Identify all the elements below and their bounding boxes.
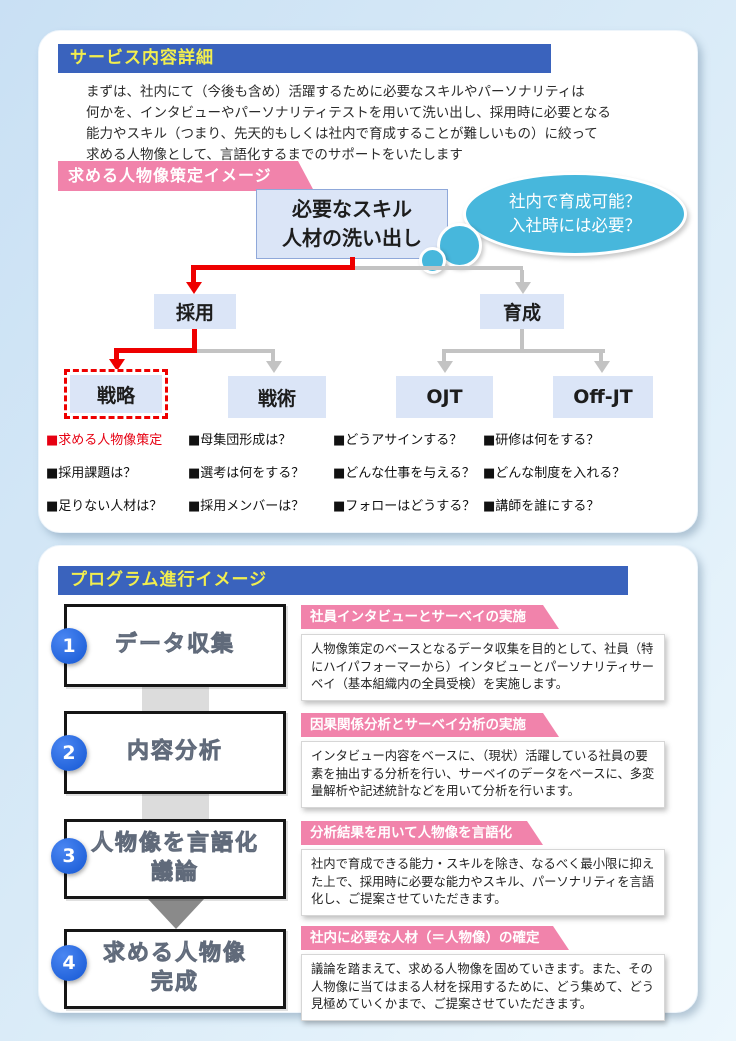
connector-gray-vertical	[442, 353, 446, 361]
step-number-badge-3: 3	[51, 838, 87, 874]
bubble-line1: 社内で育成可能？	[509, 192, 641, 212]
connector-gray-horizontal	[355, 266, 523, 270]
step-number-badge-4: 4	[51, 945, 87, 981]
list-item-tactics-3: ■採用メンバーは？	[188, 499, 305, 514]
gray-arrowhead-to-tactics	[266, 361, 282, 373]
question-grid: ■求める人物像策定 ■母集団形成は？ ■どうアサインする？ ■研修は何をする？ …	[46, 429, 696, 528]
intro-line: まずは、社内にて（今後も含め）活躍するために必要なスキルやパーソナリティは	[86, 84, 585, 100]
list-item-strategy-1: ■求める人物像策定	[46, 433, 163, 448]
step-arrow-shaft-2-3	[142, 794, 209, 819]
step-arrow-3-4	[148, 899, 204, 929]
intro-line: 何かを、インタビューやパーソナリティテストを用いて洗い出し、採用時に必要となる	[86, 105, 611, 121]
step-label-2: 因果関係分析とサーベイ分析の実施	[301, 713, 559, 737]
connector-red-vertical	[350, 257, 355, 270]
bubble-line2: 入社時には必要？	[509, 216, 641, 235]
step-box-1: データ収集	[64, 604, 286, 687]
intro-line: 求める人物像として、言語化するまでのサポートをいたします	[86, 147, 463, 163]
step-label-4: 社内に必要な人材（＝人物像）の確定	[301, 926, 569, 950]
gray-arrowhead-to-develop	[515, 282, 531, 294]
list-item-ojt-1: ■どうアサインする？	[333, 433, 463, 448]
connector-gray-vertical	[520, 329, 524, 353]
connector-red-vertical	[114, 353, 119, 359]
step-box-2: 内容分析	[64, 711, 286, 794]
strategy-highlight-dashed-box: 戦略	[64, 369, 168, 419]
gray-arrowhead-to-offjt	[594, 361, 610, 373]
service-detail-card: サービス内容詳細 まずは、社内にて（今後も含め）活躍するために必要なスキルやパー…	[38, 30, 698, 533]
step-box-4: 求める人物像 完成	[64, 929, 286, 1009]
tree-box-strategy: 戦略	[70, 375, 162, 413]
connector-gray-vertical	[599, 353, 603, 361]
tree-root-line1: 必要なスキル	[292, 197, 412, 221]
tree-box-offjt: Off-JT	[553, 376, 653, 418]
connector-red-horizontal	[114, 348, 197, 353]
step-label-3: 分析結果を用いて人物像を言語化	[301, 821, 543, 845]
red-arrowhead-to-recruit	[186, 282, 202, 294]
service-detail-header: サービス内容詳細	[58, 44, 551, 73]
step-title-4-line1: 求める人物像	[102, 941, 247, 967]
tree-root-box: 必要なスキル 人材の洗い出し	[256, 189, 448, 259]
connector-red-horizontal	[191, 265, 355, 270]
list-item-tactics-1: ■母集団形成は？	[188, 433, 292, 448]
red-arrowhead-to-strategy	[109, 359, 125, 371]
tree-root-line2: 人材の洗い出し	[282, 226, 422, 250]
service-intro-paragraph: まずは、社内にて（今後も含め）活躍するために必要なスキルやパーソナリティは 何か…	[86, 82, 611, 166]
step-box-3: 人物像を言語化 議論	[64, 819, 286, 899]
connector-red-vertical	[192, 329, 197, 353]
step-title-3-line1: 人物像を言語化	[90, 831, 259, 857]
program-flow-header: プログラム進行イメージ	[58, 566, 628, 595]
list-item-offjt-2: ■どんな制度を入れる？	[483, 466, 626, 481]
step-title-1: データ収集	[114, 632, 235, 658]
tree-box-ojt: OJT	[396, 376, 493, 418]
list-item-offjt-3: ■講師を誰にする？	[483, 499, 600, 514]
step-title-3-line2: 議論	[150, 860, 199, 886]
step-label-1: 社員インタビューとサーベイの実施	[301, 605, 559, 629]
intro-line: 能力やスキル（つまり、先天的もしくは社内で育成することが難しいもの）に絞って	[86, 126, 598, 142]
step-description-3: 社内で育成できる能力・スキルを除き、なるべく最小限に抑えた上で、採用時に必要な能…	[301, 849, 665, 916]
step-arrow-shaft-1-2	[142, 687, 209, 711]
step-number-badge-1: 1	[51, 628, 87, 664]
connector-gray-horizontal	[197, 349, 275, 353]
step-description-4: 議論を踏まえて、求める人物像を固めていきます。また、その人物像に当てはまる人材を…	[301, 954, 665, 1021]
list-item-offjt-1: ■研修は何をする？	[483, 433, 600, 448]
list-item-tactics-2: ■選考は何をする？	[188, 466, 305, 481]
program-flow-card: プログラム進行イメージ データ収集 1 社員インタビューとサーベイの実施 人物像…	[38, 545, 698, 1021]
step-description-1: 人物像策定のベースとなるデータ収集を目的として、社員（特にハイパフォーマーから）…	[301, 634, 665, 701]
tree-box-develop: 育成	[480, 294, 564, 329]
step-description-2: インタビュー内容をベースに、（現状）活躍している社員の要素を抽出する分析を行い、…	[301, 741, 665, 808]
list-item-strategy-3: ■足りない人材は？	[46, 499, 163, 514]
list-item-strategy-2: ■採用課題は？	[46, 466, 137, 481]
step-title-4-line2: 完成	[150, 970, 199, 996]
step-title-2: 内容分析	[126, 739, 223, 765]
connector-gray-vertical	[271, 353, 275, 361]
speech-bubble: 社内で育成可能？ 入社時には必要？	[463, 172, 687, 256]
tree-box-tactics: 戦術	[228, 376, 326, 418]
list-item-ojt-3: ■フォローはどうする？	[333, 499, 476, 514]
step-number-badge-2: 2	[51, 735, 87, 771]
connector-gray-vertical	[520, 270, 524, 282]
persona-image-banner: 求める人物像策定イメージ	[58, 161, 314, 191]
list-item-ojt-2: ■どんな仕事を与える？	[333, 466, 475, 481]
connector-red-vertical	[191, 270, 196, 282]
tree-box-recruit: 採用	[154, 294, 236, 329]
connector-gray-horizontal	[442, 349, 605, 353]
gray-arrowhead-to-ojt	[437, 361, 453, 373]
